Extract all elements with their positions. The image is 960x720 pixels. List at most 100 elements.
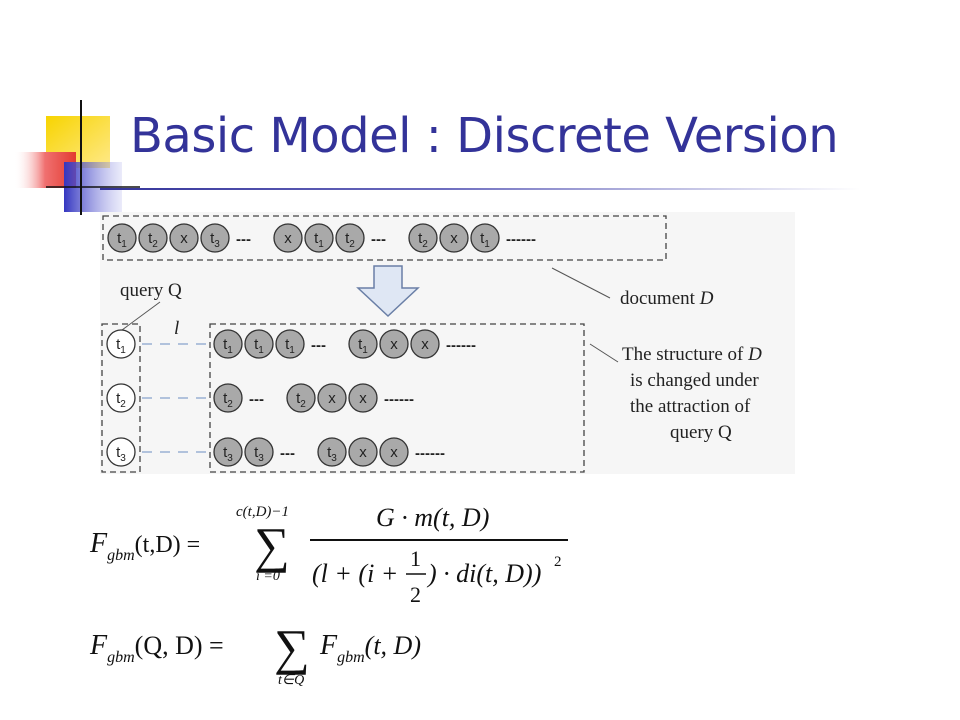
slide-corner-decoration [14, 100, 140, 215]
structure-row-3-gap-2: --- [280, 445, 295, 462]
structure-row-2-gap-5: ------ [384, 391, 414, 408]
document-token-5-label: x [284, 230, 292, 247]
structure-row-1-token-5-circle [379, 329, 409, 359]
structure-row-1-token-2-label: t1 [285, 336, 295, 356]
document-token-10: x [439, 223, 469, 253]
f1-sum-top: c(t,D)−1 [236, 504, 289, 520]
title-underline [100, 188, 860, 190]
structure-row-2-token-3: x [317, 383, 347, 413]
f1-sum-bottom: i =0 [256, 569, 280, 584]
document-token-9-circle [408, 223, 438, 253]
f1-lhs-args: (t,D) = [135, 532, 201, 558]
structure-row-1-token-2-circle [275, 329, 305, 359]
structure-row-2-token-0-label: t2 [223, 390, 233, 410]
document-gap-4: --- [236, 231, 251, 248]
document-gap-8: --- [371, 231, 386, 248]
structure-row-3-token-1: t3 [244, 437, 274, 467]
f2-rhs: Fgbm(t, D) [319, 630, 421, 666]
query-term-3: t3 [106, 437, 136, 467]
structure-row-2-token-4-label: x [359, 390, 367, 407]
document-token-11-label: t1 [480, 230, 490, 250]
structure-row-1-token-6-circle [410, 329, 440, 359]
document-token-6: t1 [304, 223, 334, 253]
f1-half-num: 1 [410, 546, 421, 571]
document-token-11-circle [470, 223, 500, 253]
document-label: document D [620, 288, 714, 309]
structure-row-3-token-4-label: x [359, 444, 367, 461]
structure-row-1-token-4-label: t1 [358, 336, 368, 356]
f1-lhs: Fgbm(t,D) = [89, 528, 200, 564]
document-token-2: x [169, 223, 199, 253]
document-token-9-label: t2 [418, 230, 428, 250]
f2-rhs-sub: gbm [337, 649, 365, 666]
structure-box [209, 323, 585, 473]
structure-row-3-token-5-label: x [390, 444, 398, 461]
f1-half-den: 2 [410, 582, 421, 607]
structure-row-3-token-0: t3 [213, 437, 243, 467]
query-term-1-circle [106, 329, 136, 359]
structure-row-3-token-3-circle [317, 437, 347, 467]
f1-lhs-F: F [89, 528, 108, 559]
query-box [101, 323, 141, 473]
structure-row-1-token-0: t1 [213, 329, 243, 359]
document-label-var: D [699, 288, 714, 309]
document-token-11: t1 [470, 223, 500, 253]
f1-sigma-icon: ∑ [254, 517, 290, 573]
document-token-6-circle [304, 223, 334, 253]
formula-query-score: Fgbm(Q, D) = ∑ t∈Q Fgbm(t, D) [89, 619, 421, 688]
f1-den-exponent: 2 [554, 554, 562, 570]
document-token-row: t1 t2 x t3 --- x t1 t2 --- t2 x t1 ------ [107, 223, 536, 253]
f2-rhs-F: F [319, 630, 338, 661]
structure-row-3-token-5: x [379, 437, 409, 467]
structure-row-2-token-3-label: x [328, 390, 336, 407]
structure-row-3-token-1-circle [244, 437, 274, 467]
structure-row-1-token-4-circle [348, 329, 378, 359]
document-token-0-circle [107, 223, 137, 253]
document-gap-12: ------ [506, 231, 536, 248]
document-token-7-circle [335, 223, 365, 253]
document-token-6-label: t1 [314, 230, 324, 250]
document-token-5: x [273, 223, 303, 253]
document-token-3: t3 [200, 223, 230, 253]
query-term-2-label: t2 [116, 390, 126, 410]
structure-row-2-token-0: t2 [213, 383, 243, 413]
distance-label: l [174, 318, 179, 339]
query-term-3-circle [106, 437, 136, 467]
formula-term-score: Fgbm(t,D) = c(t,D)−1 ∑ i =0 G · m(t, D) … [89, 503, 568, 607]
structure-row-3-token-3: t3 [317, 437, 347, 467]
document-token-3-label: t3 [210, 230, 220, 250]
structure-row-2-token-3-circle [317, 383, 347, 413]
f2-sum-bottom: t∈Q [278, 673, 304, 688]
structure-row-2-token-2: t2 [286, 383, 316, 413]
structure-row-1-gap-3: --- [311, 337, 326, 354]
document-label-leader [551, 267, 611, 299]
structure-row-1-token-0-label: t1 [223, 336, 233, 356]
document-token-7: t2 [335, 223, 365, 253]
f2-sigma-icon: ∑ [274, 619, 310, 675]
structure-row-2-gap-1: --- [249, 391, 264, 408]
structure-row-3-gap-6: ------ [415, 445, 445, 462]
document-token-7-label: t2 [345, 230, 355, 250]
structure-row-1-token-1: t1 [244, 329, 274, 359]
f2-lhs-F: F [89, 630, 108, 661]
structure-row-2-token-2-label: t2 [296, 390, 306, 410]
caption-leader [589, 343, 619, 363]
f1-lhs-sub: gbm [107, 547, 135, 564]
query-term-2-circle [106, 383, 136, 413]
document-token-5-circle [273, 223, 303, 253]
document-token-1: t2 [138, 223, 168, 253]
document-token-0-label: t1 [117, 230, 127, 250]
document-token-0: t1 [107, 223, 137, 253]
structure-row-1-token-5-label: x [390, 336, 398, 353]
structure-row-1-gap-7: ------ [446, 337, 476, 354]
structure-row-3-token-1-label: t3 [254, 444, 264, 464]
document-token-1-label: t2 [148, 230, 158, 250]
document-token-2-label: x [180, 230, 188, 247]
structure-row-3-token-4-circle [348, 437, 378, 467]
document-token-2-circle [169, 223, 199, 253]
structure-row-1-token-1-label: t1 [254, 336, 264, 356]
structure-row-1-token-2: t1 [275, 329, 305, 359]
structure-caption-line4: query Q [670, 422, 732, 443]
